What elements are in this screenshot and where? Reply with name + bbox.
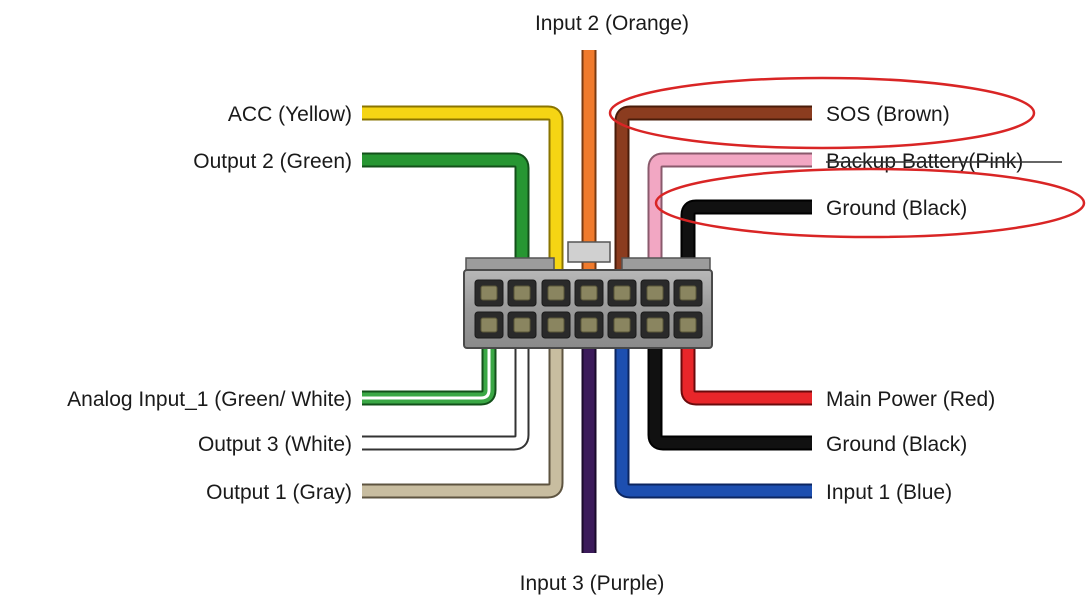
connector-latch: [567, 241, 611, 263]
wire-sos-brown: [614, 105, 812, 275]
wire-output3-white: [362, 335, 530, 451]
pin-contact: [513, 317, 531, 333]
label-input2: Input 2 (Orange): [535, 12, 689, 35]
wire-input1-blue: [614, 335, 812, 499]
label-analog-input-1: Analog Input_1 (Green/ White): [67, 388, 352, 411]
label-output1: Output 1 (Gray): [206, 481, 352, 504]
pin-contact: [613, 317, 631, 333]
pin-contact: [547, 317, 565, 333]
wire-output1-gray: [362, 335, 564, 499]
connector-pins: [474, 279, 703, 339]
wire-ground-top-black: [680, 199, 812, 275]
pin-contact: [679, 317, 697, 333]
pin-contact: [613, 285, 631, 301]
label-ground-bottom: Ground (Black): [826, 433, 967, 456]
wire-acc-yellow: [362, 105, 564, 275]
pin-contact: [480, 317, 498, 333]
wire-ground-bottom-black: [647, 335, 812, 451]
pin-contact: [580, 317, 598, 333]
wire-backup-pink: [647, 152, 812, 275]
pin-contact: [480, 285, 498, 301]
label-sos: SOS (Brown): [826, 103, 950, 126]
highlight-ellipse-sos: [608, 76, 1036, 150]
label-input3: Input 3 (Purple): [520, 572, 665, 595]
label-input1: Input 1 (Blue): [826, 481, 952, 504]
wire-analog1-green-white: [362, 335, 497, 406]
pin-contact: [679, 285, 697, 301]
connector-14pin: [463, 241, 713, 349]
pin-contact: [513, 285, 531, 301]
label-output2: Output 2 (Green): [193, 150, 352, 173]
label-ground-top: Ground (Black): [826, 197, 967, 220]
highlight-ellipse-ground: [654, 167, 1086, 239]
wire-output2-green: [362, 152, 530, 275]
pin-contact: [580, 285, 598, 301]
pin-contact: [646, 317, 664, 333]
label-acc: ACC (Yellow): [228, 103, 352, 126]
pin-contact: [646, 285, 664, 301]
wire-main-power-red: [680, 335, 812, 406]
pin-contact: [547, 285, 565, 301]
label-output3: Output 3 (White): [198, 433, 352, 456]
label-main-power: Main Power (Red): [826, 388, 995, 411]
